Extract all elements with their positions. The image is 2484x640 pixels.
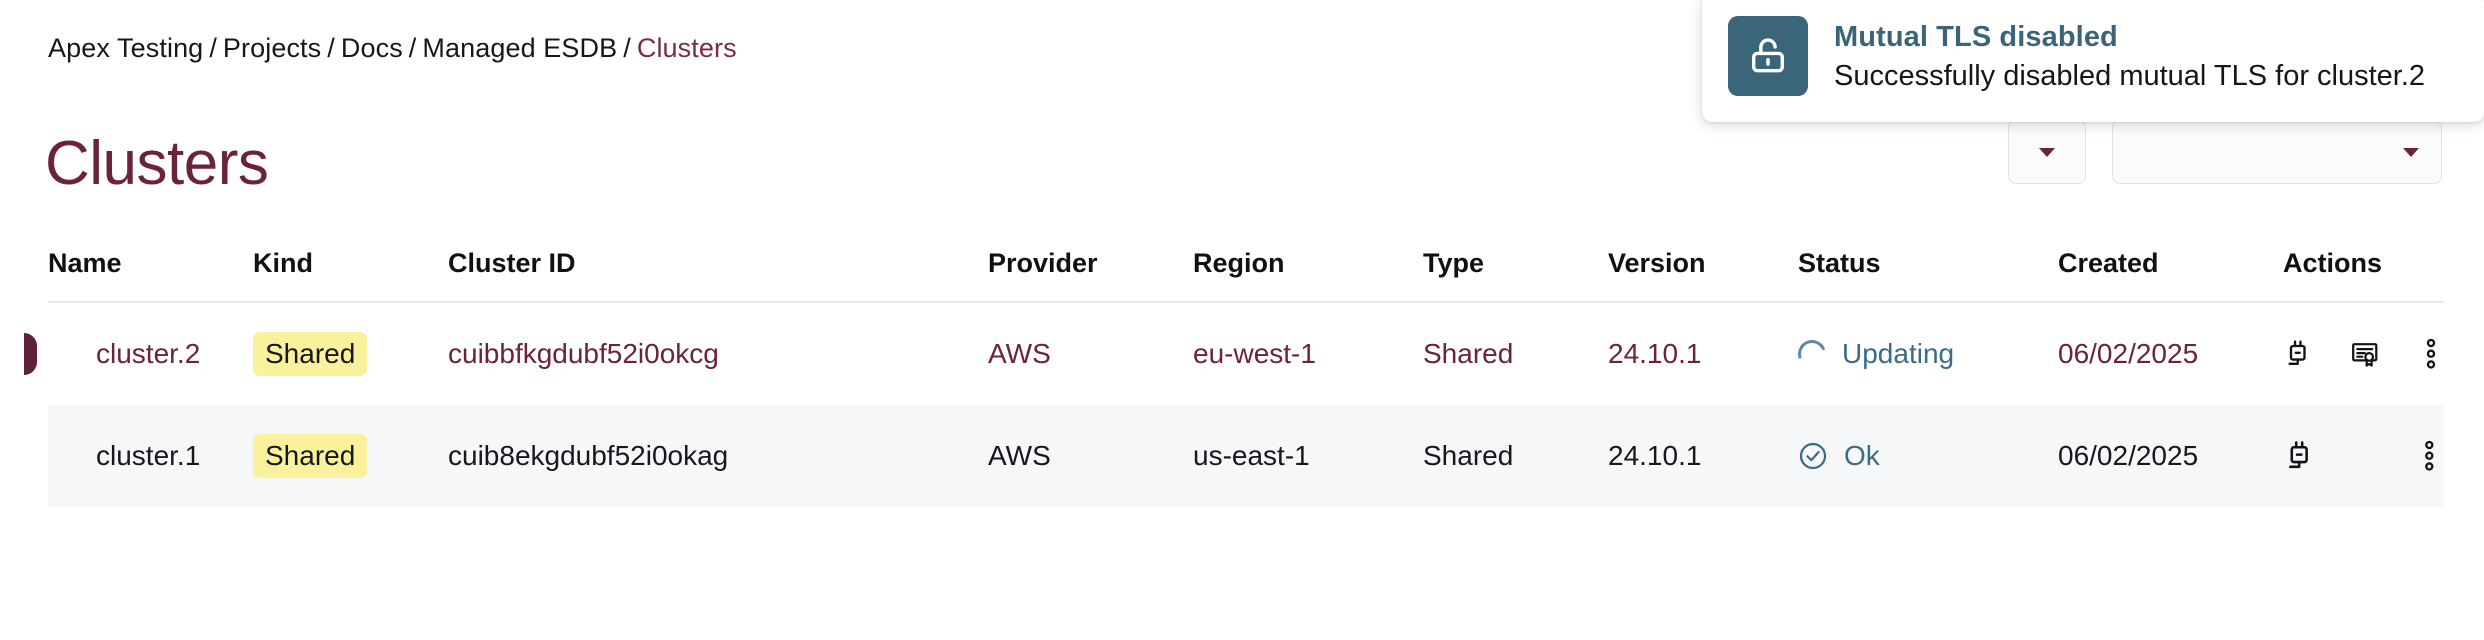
page-title: Clusters: [45, 128, 269, 198]
status-label: Ok: [1844, 440, 1880, 471]
column-header-created[interactable]: Created: [2058, 248, 2283, 303]
column-header-actions: Actions: [2283, 248, 2444, 303]
cell-type: Shared: [1423, 405, 1608, 507]
toast-notification[interactable]: Mutual TLS disabled Successfully disable…: [1702, 0, 2484, 122]
breadcrumb-separator: /: [408, 33, 417, 63]
cell-name: cluster.2: [24, 302, 253, 405]
breadcrumb-item-clusters[interactable]: Clusters: [636, 33, 737, 63]
kind-badge: Shared: [253, 332, 368, 376]
toolbar: [2008, 120, 2442, 184]
column-header-type[interactable]: Type: [1423, 248, 1608, 303]
cell-actions: [2283, 405, 2444, 507]
certificate-icon[interactable]: [2350, 337, 2379, 371]
breadcrumb-separator: /: [327, 33, 335, 63]
cell-name: cluster.1: [48, 405, 253, 507]
cell-cluster-id[interactable]: cuib8ekgdubf52i0okag: [448, 405, 988, 507]
cell-provider: AWS: [988, 405, 1193, 507]
cell-region: us-east-1: [1193, 405, 1423, 507]
breadcrumb-item-managed-esdb[interactable]: Managed ESDB: [422, 33, 618, 63]
cell-cluster-id[interactable]: cuibbfkgdubf52i0okcg: [448, 302, 988, 405]
table-header-row: Name Kind Cluster ID Provider Region Typ…: [48, 248, 2444, 303]
clusters-table: Name Kind Cluster ID Provider Region Typ…: [24, 248, 2444, 507]
row-actions: [2283, 337, 2444, 371]
chevron-down-icon: [2039, 147, 2055, 157]
cell-provider: AWS: [988, 302, 1193, 405]
column-header-cluster-id[interactable]: Cluster ID: [448, 248, 988, 303]
status-label: Updating: [1842, 338, 1955, 369]
cell-kind: Shared: [253, 405, 448, 507]
cluster-name-link[interactable]: cluster.2: [96, 338, 201, 369]
toast-icon-container: [1728, 16, 1808, 96]
check-circle-icon: [1799, 442, 1827, 470]
table-header: Name Kind Cluster ID Provider Region Typ…: [48, 248, 2444, 303]
breadcrumb: Apex Testing/Projects/Docs/Managed ESDB/…: [48, 32, 737, 64]
more-vertical-icon[interactable]: [2415, 439, 2444, 473]
row-selected-indicator: [24, 333, 37, 375]
toast-title: Mutual TLS disabled: [1834, 21, 2118, 53]
row-actions: [2283, 439, 2444, 473]
cell-type: Shared: [1423, 302, 1608, 405]
more-vertical-icon[interactable]: [2418, 337, 2444, 371]
table-body: cluster.2 Shared cuibbfkgdubf52i0okcg AW…: [24, 302, 2444, 507]
status-badge: Ok: [1798, 440, 2058, 472]
chevron-down-icon: [2403, 147, 2419, 157]
breadcrumb-separator: /: [209, 33, 217, 63]
plug-icon[interactable]: [2283, 337, 2312, 371]
plug-icon[interactable]: [2283, 439, 2315, 473]
column-header-provider[interactable]: Provider: [988, 248, 1193, 303]
unlock-icon: [1752, 38, 1784, 73]
breadcrumb-item-projects[interactable]: Projects: [222, 33, 322, 63]
refresh-button[interactable]: [2008, 120, 2086, 184]
breadcrumb-item-apex-testing[interactable]: Apex Testing: [48, 33, 204, 63]
column-header-version[interactable]: Version: [1608, 248, 1798, 303]
column-header-status[interactable]: Status: [1798, 248, 2058, 303]
breadcrumb-item-docs[interactable]: Docs: [340, 33, 403, 63]
cell-version: 24.10.1: [1608, 405, 1798, 507]
cell-actions: [2283, 302, 2444, 405]
cluster-name-link[interactable]: cluster.1: [96, 440, 201, 471]
column-header-name[interactable]: Name: [48, 248, 253, 303]
cell-status: Updating: [1793, 302, 2058, 405]
create-cluster-button[interactable]: [2112, 120, 2442, 184]
kind-badge: Shared: [253, 434, 368, 478]
clusters-table-wrapper: Name Kind Cluster ID Provider Region Typ…: [24, 248, 2444, 507]
breadcrumb-separator: /: [623, 33, 631, 63]
column-header-kind[interactable]: Kind: [253, 248, 448, 303]
status-badge: Updating: [1793, 335, 2058, 373]
toast-body: Mutual TLS disabled Successfully disable…: [1834, 16, 2425, 96]
column-header-region[interactable]: Region: [1193, 248, 1423, 303]
toast-message: Successfully disabled mutual TLS for clu…: [1834, 60, 2426, 92]
spinner-icon: [1793, 335, 1831, 373]
cell-status: Ok: [1798, 405, 2058, 507]
table-row[interactable]: cluster.1 Shared cuib8ekgdubf52i0okag AW…: [48, 405, 2444, 507]
cell-kind: Shared: [253, 302, 448, 405]
cell-created: 06/02/2025: [2058, 302, 2283, 405]
cell-region: eu-west-1: [1193, 302, 1423, 405]
cell-created: 06/02/2025: [2058, 405, 2283, 507]
table-row[interactable]: cluster.2 Shared cuibbfkgdubf52i0okcg AW…: [24, 302, 2444, 405]
cell-version: 24.10.1: [1608, 302, 1798, 405]
